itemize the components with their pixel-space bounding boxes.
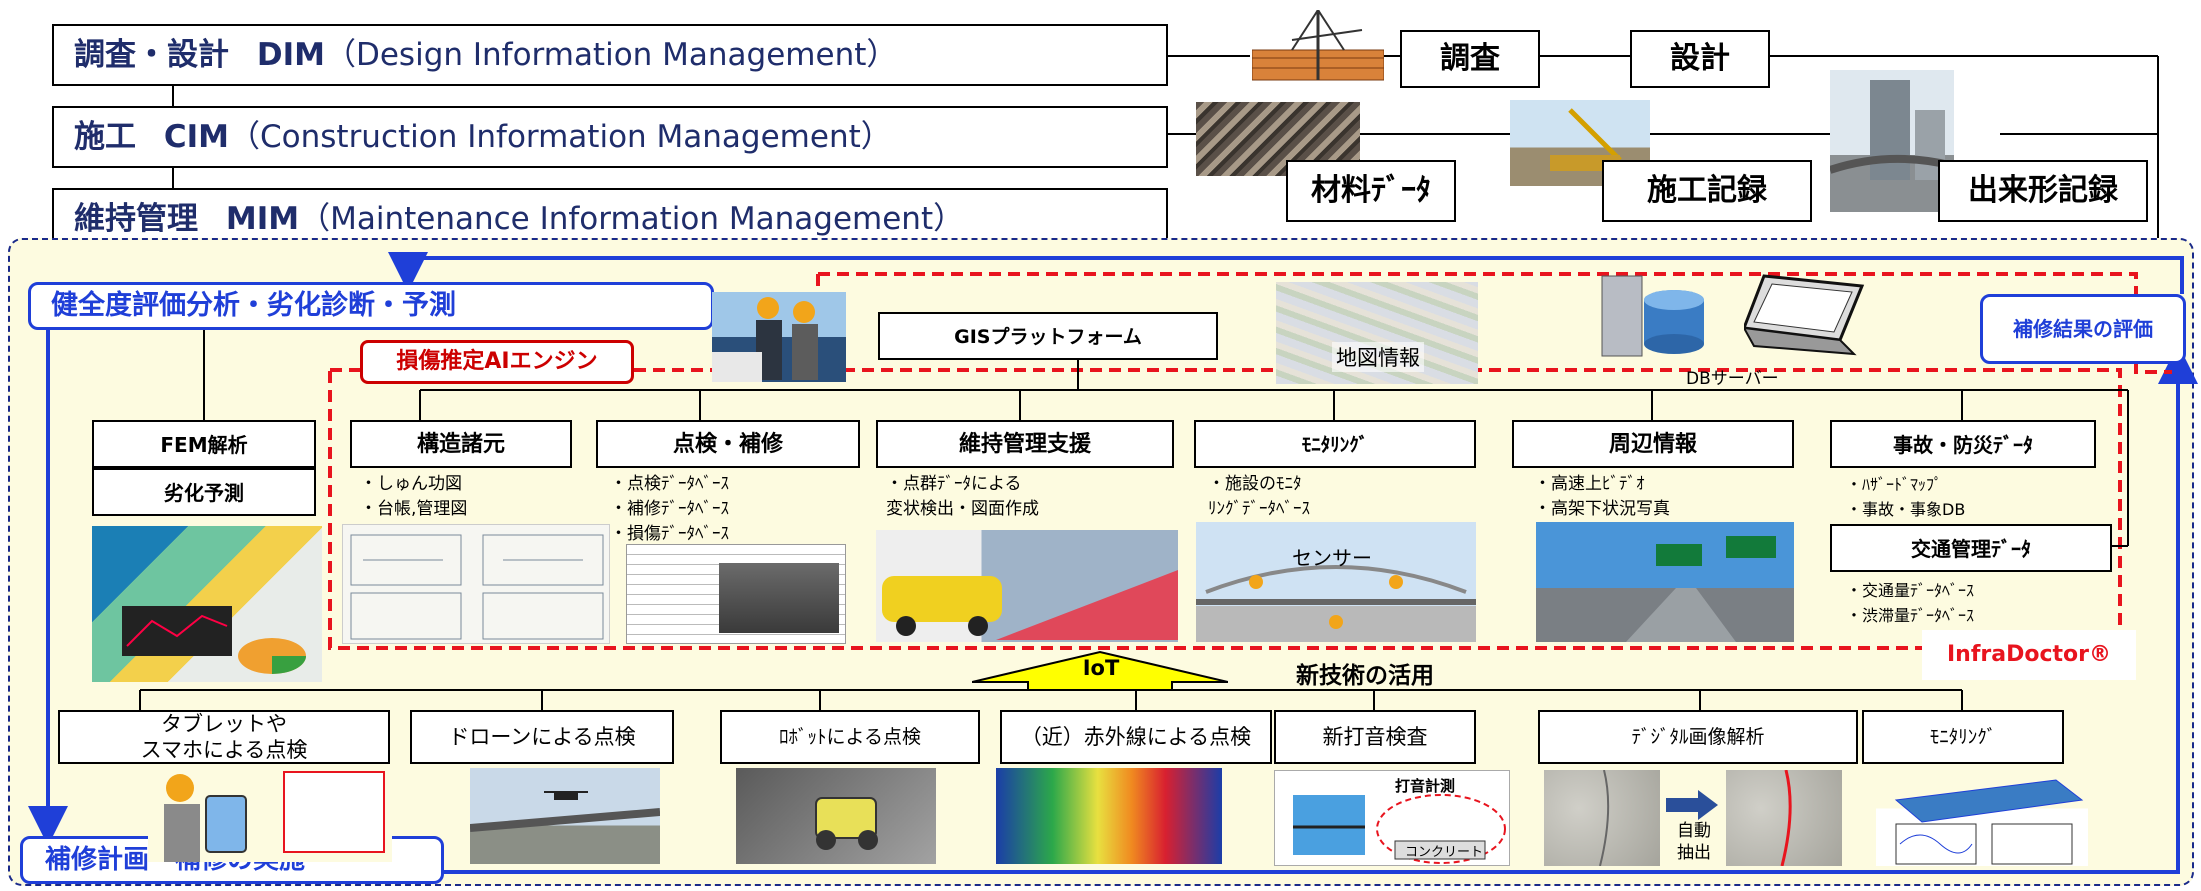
category-traffic-desc: ・交通量ﾃﾞｰﾀﾍﾞｰｽ ・渋滞量ﾃﾞｰﾀﾍﾞｰｽ — [1846, 581, 1975, 625]
repair-eval-box: 補修結果の評価 — [1980, 294, 2186, 364]
crack-photo-before — [1544, 770, 1660, 866]
stage-construction-record: 施工記録 — [1602, 160, 1812, 222]
tech-infrared: （近）赤外線による点検 — [1000, 710, 1272, 764]
cim-code: CIM — [163, 119, 229, 155]
tech-tablet: タブレットや スマホによる点検 — [58, 710, 390, 764]
db-server-label: DBサーバー — [1686, 369, 1779, 389]
inspection-site-photo — [719, 563, 839, 633]
category-monitoring-desc: ・施設のﾓﾆﾀ ﾘﾝｸﾞﾃﾞｰﾀﾍﾞｰｽ — [1208, 474, 1310, 519]
database-server-icon — [1601, 275, 1704, 357]
ai-engine-label: 損傷推定AIエンジン — [360, 340, 634, 384]
category-structure: 構造諸元 — [350, 420, 572, 468]
stage-material: 材料ﾃﾞｰﾀ — [1286, 160, 1456, 222]
new-tech-label: 新技術の活用 — [1296, 663, 1434, 689]
stage-asbuilt-record: 出来形記録 — [1938, 160, 2148, 222]
connector-line — [172, 86, 174, 106]
infrared-photo — [996, 768, 1222, 864]
top-connectors — [1168, 55, 2159, 244]
infradoctor-label: InfraDoctor® — [1922, 630, 2136, 680]
tech-robot: ﾛﾎﾞｯﾄによる点検 — [720, 710, 980, 764]
cim-jp: 施工 — [74, 119, 136, 155]
sensor-bridge-photo: センサー — [1196, 522, 1476, 642]
tech-monitoring: ﾓﾆﾀﾘﾝｸﾞ — [1862, 710, 2064, 764]
mim-en: （Maintenance Information Management） — [299, 201, 965, 237]
category-disaster-desc: ・ﾊｻﾞｰﾄﾞﾏｯﾌﾟ ・事故・事象DB — [1846, 475, 1966, 519]
dim-en: （Design Information Management） — [324, 37, 898, 73]
tablet-inspector-photo — [148, 766, 392, 862]
cim-en: （Construction Information Management） — [229, 119, 892, 155]
mim-code: MIM — [225, 201, 300, 237]
category-surroundings-desc: ・高速上ﾋﾞﾃﾞｵ ・高架下状況写真 — [1534, 474, 1670, 519]
crack-photo-after — [1726, 770, 1842, 866]
category-maintenance-support-desc: ・点群ﾃﾞｰﾀによる 変状検出・図面作成 — [886, 474, 1039, 519]
map-image: 地図情報 — [1276, 282, 1478, 384]
category-traffic: 交通管理ﾃﾞｰﾀ — [1830, 524, 2112, 572]
category-disaster: 事故・防災ﾃﾞｰﾀ — [1830, 420, 2096, 468]
point-cloud-photo — [876, 530, 1178, 642]
drilling-rig-icon — [1252, 10, 1384, 81]
tech-hammer: 新打音検査 — [1274, 710, 1476, 764]
fem-chart-photo — [92, 526, 322, 682]
sensor-label: センサー — [1292, 546, 1372, 570]
map-info-label: 地図情報 — [1332, 342, 1424, 372]
hammer-test-title: 打音計測 — [1395, 777, 1456, 795]
category-maintenance-support: 維持管理支援 — [876, 420, 1174, 468]
category-inspection-desc: ・点検ﾃﾞｰﾀﾍﾞｰｽ ・補修ﾃﾞｰﾀﾍﾞｰｽ ・損傷ﾃﾞｰﾀﾍﾞｰｽ — [610, 474, 729, 544]
health-analysis-box: 健全度評価分析・劣化診断・予測 — [28, 282, 714, 330]
tech-drone: ドローンによる点検 — [410, 710, 674, 764]
concrete-label: コンクリート — [1405, 845, 1484, 860]
category-structure-desc: ・しゅん功図 ・台帳,管理図 — [360, 474, 468, 519]
stage-survey: 調査 — [1400, 30, 1540, 88]
iot-arrow — [972, 650, 1228, 690]
category-surroundings: 周辺情報 — [1512, 420, 1794, 468]
monitoring-sensor-photo — [1876, 770, 2088, 866]
gis-platform-box: GISプラットフォーム — [878, 312, 1218, 360]
mim-jp: 維持管理 — [74, 201, 198, 237]
dim-jp: 調査・設計 — [74, 37, 229, 73]
hammer-test-photo: 打音計測 コンクリート — [1274, 770, 1510, 866]
fem-box: FEM解析 — [92, 420, 316, 468]
drone-photo — [470, 768, 660, 864]
highway-photo — [1536, 522, 1794, 642]
cim-row: 施工 CIM（Construction Information Manageme… — [52, 106, 1168, 168]
category-monitoring: ﾓﾆﾀﾘﾝｸﾞ — [1194, 420, 1476, 468]
iot-label: IoT — [1082, 656, 1120, 680]
building-photo — [1830, 70, 1954, 212]
auto-extract-label: 自動 抽出 — [1677, 821, 1711, 863]
tech-image-analysis: ﾃﾞｼﾞﾀﾙ画像解析 — [1538, 710, 1858, 764]
dim-code: DIM — [256, 37, 325, 73]
stage-design: 設計 — [1630, 30, 1770, 88]
inspection-db-photo — [626, 544, 846, 644]
laptop-icon — [1744, 274, 1865, 356]
dim-row: 調査・設計 DIM（Design Information Management） — [52, 24, 1168, 86]
category-inspection: 点検・補修 — [596, 420, 860, 468]
connector-line — [172, 168, 174, 188]
arrow-right-icon — [1666, 790, 1718, 820]
engineers-photo — [712, 292, 846, 382]
deterioration-box: 劣化予測 — [92, 468, 316, 516]
robot-photo — [736, 768, 936, 864]
drawings-photo — [342, 524, 610, 644]
